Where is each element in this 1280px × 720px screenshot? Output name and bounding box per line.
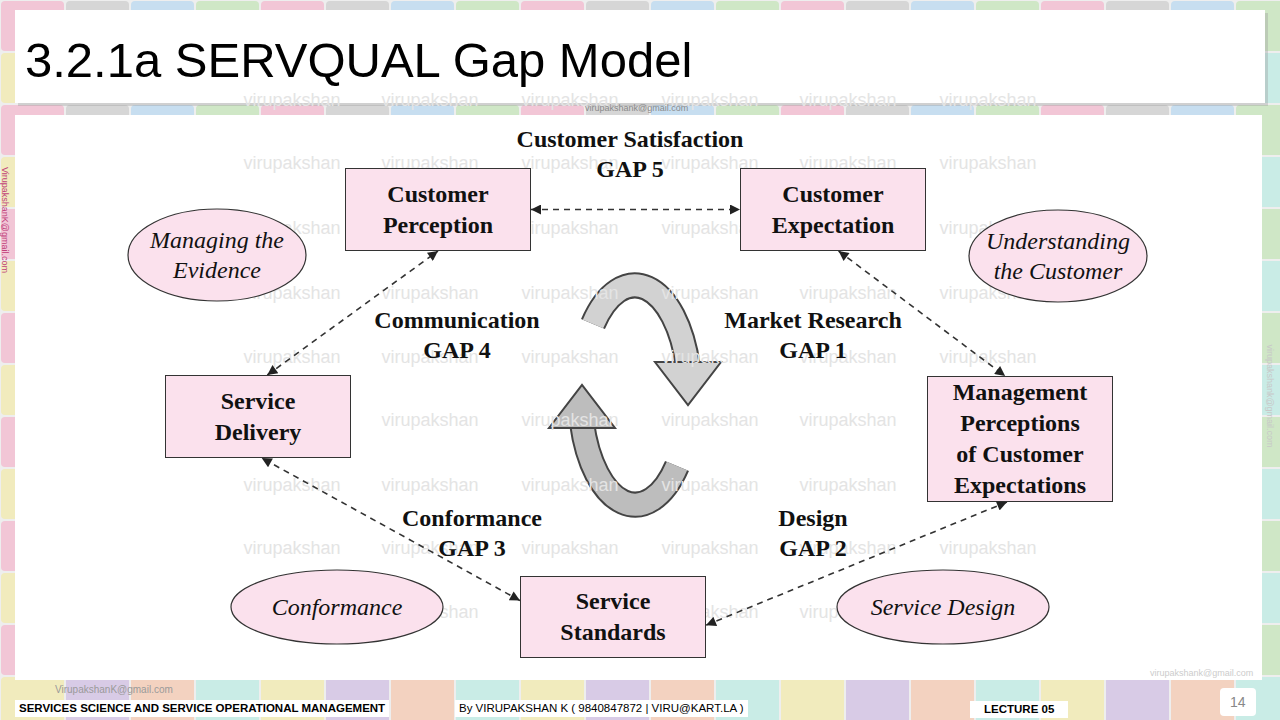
lecture-footer: LECTURE 05 (970, 701, 1068, 718)
gap-connector (531, 209, 740, 211)
watermark-text: virupakshan (381, 474, 478, 496)
course-footer: SERVICES SCIENCE AND SERVICE OPERATIONAL… (15, 700, 389, 717)
gap-connector (706, 502, 1007, 625)
process-box: Service Delivery (165, 375, 351, 458)
watermark-text: virupakshan (939, 537, 1036, 559)
ellipse-shape (128, 209, 306, 301)
diagram-panel (15, 115, 1262, 680)
gap-label: Customer Satisfaction GAP 5 (505, 124, 755, 184)
email-watermark: virupakshank@gmail.com (585, 102, 688, 114)
theme-ellipse: Conformance (230, 569, 444, 645)
node-label: Understanding the Customer (983, 226, 1133, 286)
gap-connector (262, 458, 520, 601)
watermark-text: virupakshan (521, 409, 618, 431)
process-box: Service Standards (520, 576, 706, 658)
watermark-text: virupakshan (381, 89, 478, 111)
email-watermark: virupakshank@gmail.com (1150, 667, 1253, 679)
page-number: 14 (1220, 688, 1256, 716)
watermark-text: virupakshan (661, 282, 758, 304)
watermark-text: virupakshan (243, 474, 340, 496)
watermark-text: virupakshan (381, 409, 478, 431)
process-box: Management Perceptions of Customer Expec… (927, 376, 1113, 502)
author-footer: By VIRUPAKSHAN K ( 9840847872 | VIRU@KAR… (455, 700, 748, 717)
ellipse-shape (837, 570, 1049, 644)
theme-ellipse: Service Design (836, 569, 1050, 645)
gap-label: Design GAP 2 (763, 503, 863, 563)
cycle-arrowhead (655, 362, 721, 405)
watermark-text: virupakshan (799, 89, 896, 111)
email-watermark: VirupakshanK@gmail.com (0, 160, 11, 280)
watermark-text: virupakshan (939, 152, 1036, 174)
watermark-text: virupakshan (661, 409, 758, 431)
watermark-text: virupakshan (939, 89, 1036, 111)
gap-connector (267, 251, 438, 375)
theme-ellipse: Understanding the Customer (968, 209, 1148, 303)
watermark-text: virupakshan (521, 537, 618, 559)
watermark-text: virupakshan (799, 409, 896, 431)
node-label: Customer Perception (368, 179, 508, 241)
node-label: Management Perceptions of Customer Expec… (950, 377, 1090, 501)
ellipse-shape (231, 570, 443, 644)
ellipse-outline (127, 208, 307, 302)
ellipse-outline (968, 209, 1148, 303)
watermark-text: virupakshan (799, 474, 896, 496)
watermark-text: virupakshan (243, 89, 340, 111)
gap-label: Market Research GAP 1 (711, 305, 916, 365)
watermark-text: virupakshan (661, 474, 758, 496)
watermark-text: virupakshan (381, 282, 478, 304)
watermark-text: virupakshan (521, 282, 618, 304)
watermark-text: virupakshan (799, 282, 896, 304)
node-label: Managing the Evidence (142, 225, 292, 285)
gap-label: Conformance GAP 3 (387, 503, 557, 563)
ellipse-shape (969, 210, 1147, 302)
watermark-text: virupakshan (939, 346, 1036, 368)
email-watermark: virupakshank@gmail.com (1264, 336, 1276, 456)
process-box: Customer Expectation (740, 168, 926, 251)
node-label: Service Design (843, 592, 1043, 622)
node-label: Customer Expectation (763, 179, 903, 241)
watermark-text: virupakshan (521, 217, 618, 239)
gap-label: Communication GAP 4 (362, 305, 552, 365)
watermark-text: virupakshan (521, 474, 618, 496)
node-label: Service Delivery (188, 386, 328, 448)
watermark-text: virupakshan (243, 346, 340, 368)
title-panel (15, 10, 1265, 103)
node-label: Service Standards (543, 586, 683, 648)
watermark-text: virupakshan (243, 537, 340, 559)
process-box: Customer Perception (345, 168, 531, 251)
watermark-text: virupakshan (243, 152, 340, 174)
slide-title: 3.2.1a SERVQUAL Gap Model (25, 30, 692, 90)
watermark-text: virupakshan (661, 537, 758, 559)
watermark-text: virupakshan (661, 346, 758, 368)
theme-ellipse: Managing the Evidence (127, 208, 307, 302)
email-watermark: VirupakshanK@gmail.com (55, 683, 173, 696)
cycle-arrows (549, 285, 721, 504)
node-label: Conformance (237, 592, 437, 622)
watermark-text: virupakshan (521, 346, 618, 368)
gap-connector (839, 251, 1006, 376)
